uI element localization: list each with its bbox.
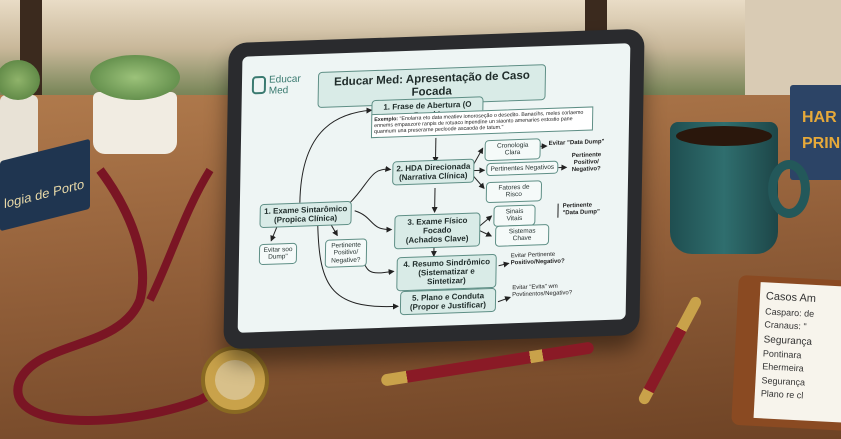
plant-pot <box>93 92 177 154</box>
exam-fis-subtitle: (Achados Clave) <box>405 234 469 246</box>
hda-item: Cronologia Clara <box>484 138 541 162</box>
hda-note: Pertinente Positivo/ Negativo? <box>571 152 602 173</box>
plano-subtitle: (Propor e Justificar) <box>409 300 487 313</box>
notebook-line: Plano re cl <box>760 388 804 401</box>
educar-med-logo: Educar Med <box>251 73 301 98</box>
notebook: Casos Am Casparo: de Cranaus: " Seguranç… <box>731 274 841 432</box>
plano-note: Evitar "Evita" wm Povtinentos/Negativo? <box>512 283 573 299</box>
logo-text: Educar Med <box>268 73 301 97</box>
resumo-subtitle: (Sistematizar e Sintetizar) <box>418 266 475 287</box>
exame-fisico-box: 3. Exame Físico Focado(Achados Clave) <box>393 212 481 249</box>
book-right: HAR PRINC <box>790 85 841 180</box>
tablet-screen[interactable]: Educar Med Educar Med: Apresentação de C… <box>237 43 631 333</box>
book-title: HAR PRINC <box>802 109 841 152</box>
coffee <box>676 126 772 146</box>
stethoscope-logo-icon <box>251 75 267 95</box>
succulent <box>0 60 40 100</box>
exam-note: Pertinente "Data Dump" <box>557 202 604 218</box>
hda-subtitle: (Narrativa Clínica) <box>398 171 468 183</box>
plano-box: 5. Plano e Conduta(Propor e Justificar) <box>399 287 497 316</box>
side-box: Evitar soo Dump" <box>258 242 298 266</box>
tablet: Educar Med Educar Med: Apresentação de C… <box>223 28 645 350</box>
stethoscope <box>13 167 269 425</box>
resumo-box: 4. Resumo Sindrômico(Sistematizar e Sint… <box>396 253 497 291</box>
notebook-page: Casos Am Casparo: de Cranaus: " Seguranç… <box>753 282 841 424</box>
succulent <box>90 55 180 100</box>
mug-handle <box>768 160 810 218</box>
example-text: "Enolarra eto data meatiev ionoroseção o… <box>373 109 584 136</box>
side-box: Pertinente Positivo/ Negative? <box>324 238 368 269</box>
exam-item: Sistemas Chave <box>494 223 550 247</box>
exam-sint-subtitle: (Propica Clínica) <box>273 213 338 225</box>
exame-sintaromico-box: 1. Exame Sintarômico(Propica Clínica) <box>259 200 352 229</box>
exam-item: Sinais Vitais <box>493 204 536 227</box>
hda-item: Fatores de Risco <box>485 180 543 204</box>
hda-box: 2. HDA Direcionada(Narrativa Clínica) <box>392 158 475 186</box>
